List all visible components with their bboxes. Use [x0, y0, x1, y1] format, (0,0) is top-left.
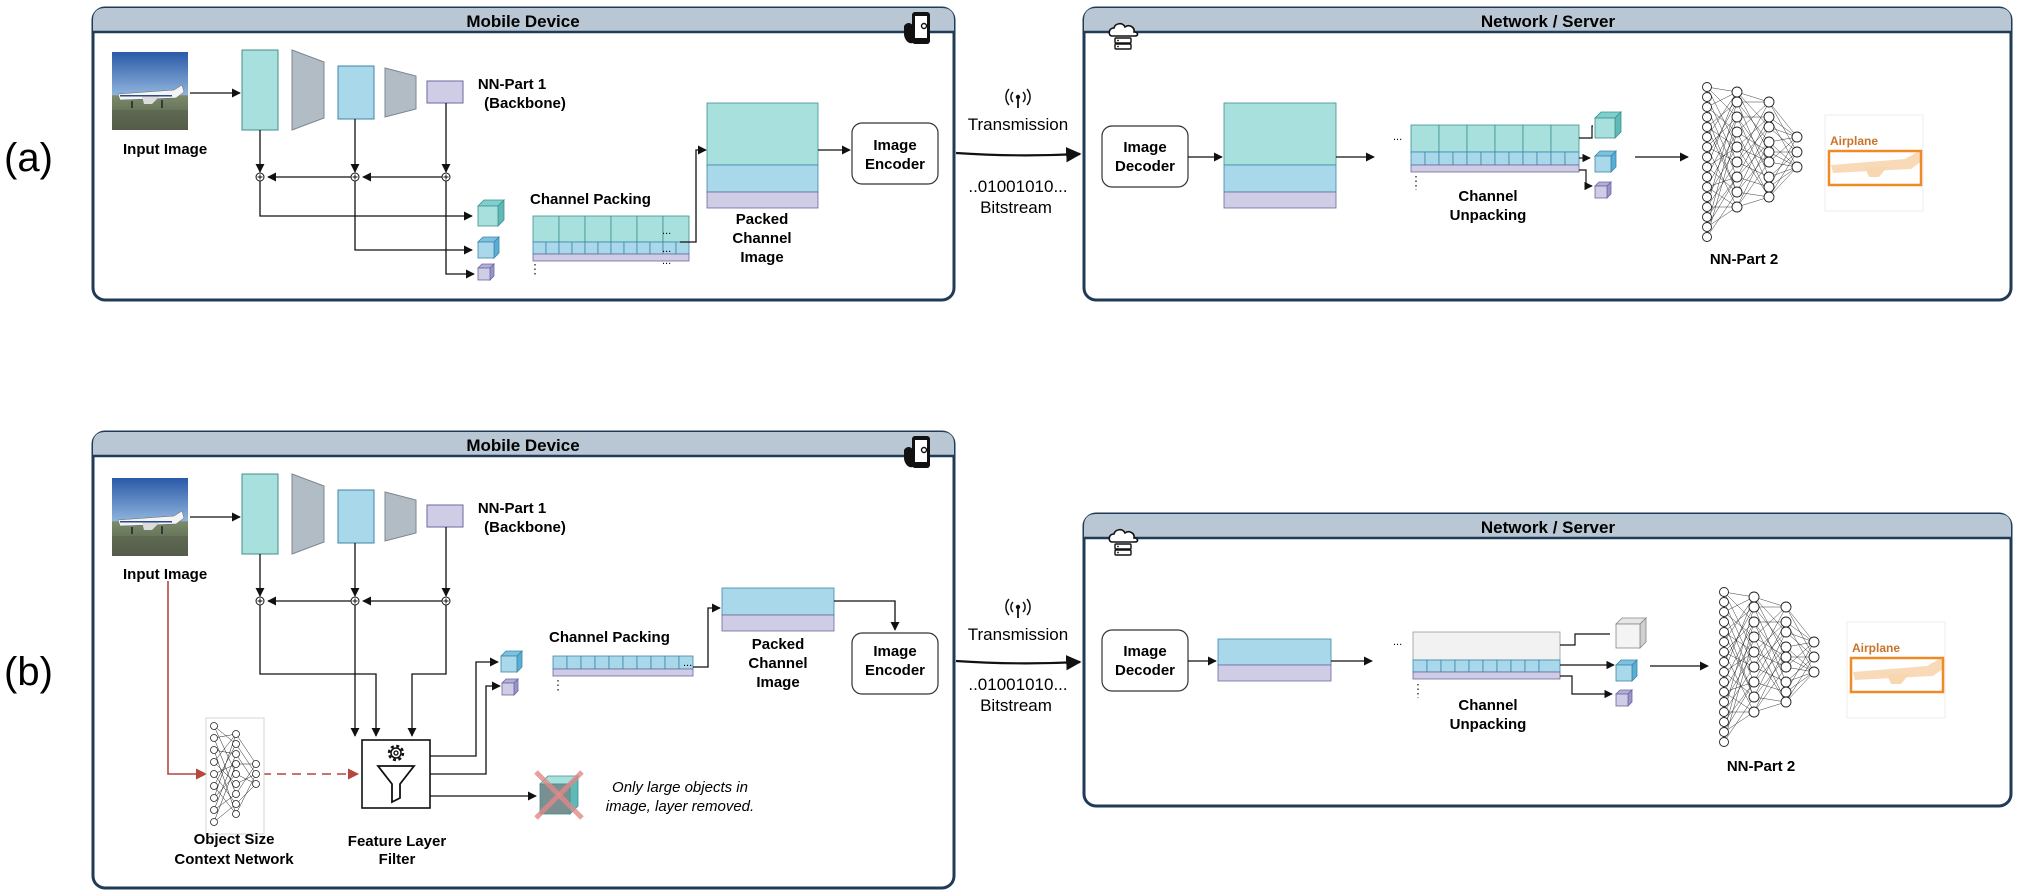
- input-image-label: Input Image: [123, 141, 207, 158]
- channel-packing-grid: [532, 215, 690, 262]
- plus-node-icon: [350, 172, 360, 182]
- removal-note-line1: Only large objects in: [612, 779, 748, 796]
- feature-cube-icon: [477, 199, 505, 227]
- encoder-label-line1: Image: [873, 137, 916, 154]
- antenna-icon: [1005, 598, 1031, 619]
- image-encoder-box: [851, 632, 939, 695]
- unpacking-label-line2: Unpacking: [1450, 207, 1527, 224]
- channel-packing-label: Channel Packing: [530, 191, 651, 208]
- panel-title: Mobile Device: [466, 12, 579, 31]
- decoder-label-line1: Image: [1123, 643, 1166, 660]
- airplane-label: Airplane: [1852, 641, 1900, 655]
- removed-cube-icon: [534, 770, 584, 820]
- channel-unpacking-grid: [1410, 124, 1580, 173]
- part-label: (a): [4, 136, 53, 180]
- context-label-line2: Context Network: [174, 851, 294, 868]
- empty-cube-icon: [1615, 617, 1647, 649]
- feature-cube-icon: [501, 678, 519, 696]
- ellipsis: ...: [662, 255, 671, 267]
- detection-output-image: [1845, 620, 1947, 720]
- context-network-icon: [205, 717, 265, 835]
- feature-cube-icon: [1615, 689, 1633, 707]
- feature-cube-icon: [1594, 111, 1622, 139]
- nn-part2-label: NN-Part 2: [1710, 251, 1778, 268]
- filter-label-line2: Filter: [379, 851, 416, 868]
- plus-node-icon: [255, 172, 265, 182]
- packed-label-line3: Image: [756, 674, 799, 691]
- panel-title: Network / Server: [1481, 518, 1616, 537]
- detection-output-image: [1823, 113, 1925, 213]
- input-image-label: Input Image: [123, 566, 207, 583]
- nn-part1-label: NN-Part 1: [478, 500, 546, 517]
- gear-icon: [387, 744, 405, 762]
- ellipsis: ...: [662, 225, 671, 237]
- ellipsis: ...: [662, 243, 671, 255]
- transmission-label: Transmission: [968, 625, 1068, 644]
- packed-label-line2: Channel: [748, 655, 807, 672]
- part-label: (b): [4, 650, 53, 694]
- airplane-photo: [111, 477, 189, 557]
- encoder-label-line2: Encoder: [865, 662, 925, 679]
- channel-unpacking-grid: [1412, 631, 1561, 680]
- bitstream-label: Bitstream: [980, 696, 1052, 715]
- mobile-device-panel: Mobile Device: [91, 6, 956, 302]
- packed-label-line2: Channel: [732, 230, 791, 247]
- decoder-label-line1: Image: [1123, 139, 1166, 156]
- feature-cube-icon: [1594, 150, 1617, 173]
- packed-label-line1: Packed: [736, 211, 789, 228]
- image-decoder-box: [1101, 125, 1189, 188]
- context-label-line1: Object Size: [194, 831, 275, 848]
- unpacking-label-line1: Channel: [1458, 697, 1517, 714]
- ellipsis: ...: [1393, 636, 1402, 648]
- filter-label-line1: Feature Layer: [348, 833, 447, 850]
- channel-packing-label: Channel Packing: [549, 629, 670, 646]
- panel-title: Network / Server: [1481, 12, 1616, 31]
- airplane-label: Airplane: [1830, 134, 1878, 148]
- channel-packing-grid: [552, 655, 694, 677]
- bitstream-bits: ..01001010...: [968, 675, 1067, 694]
- encoder-label-line2: Encoder: [865, 156, 925, 173]
- nn-part1-label: NN-Part 1: [478, 76, 546, 93]
- backbone-layers: [241, 473, 464, 555]
- plus-node-icon: [255, 596, 265, 606]
- nn-part1-sub-label: (Backbone): [484, 519, 566, 536]
- feature-layer-filter: [361, 739, 431, 809]
- transmission-label: Transmission: [968, 115, 1068, 134]
- feature-cube-icon: [500, 650, 523, 673]
- unpacking-label-line1: Channel: [1458, 188, 1517, 205]
- panel-title: Mobile Device: [466, 436, 579, 455]
- image-decoder-box: [1101, 629, 1189, 692]
- ellipsis: ...: [1393, 131, 1402, 143]
- encoder-label-line1: Image: [873, 643, 916, 660]
- decoder-label-line2: Decoder: [1115, 158, 1175, 175]
- airplane-photo: [111, 51, 189, 131]
- packed-label-line1: Packed: [752, 636, 805, 653]
- decoded-channel-image: [1223, 102, 1337, 209]
- bitstream-bits: ..01001010...: [968, 177, 1067, 196]
- funnel-icon: [376, 765, 416, 804]
- unpacking-label-line2: Unpacking: [1450, 716, 1527, 733]
- image-encoder-box: [851, 122, 939, 185]
- bitstream-label: Bitstream: [980, 198, 1052, 217]
- packed-channel-image: [721, 587, 835, 632]
- feature-cube-icon: [477, 263, 495, 281]
- feature-cube-icon: [477, 236, 500, 259]
- decoded-channel-image: [1217, 638, 1332, 682]
- feature-cube-icon: [1594, 181, 1612, 199]
- decoder-label-line2: Decoder: [1115, 662, 1175, 679]
- plus-node-icon: [350, 596, 360, 606]
- nn-part2-label: NN-Part 2: [1727, 758, 1795, 775]
- nn-part1-sub-label: (Backbone): [484, 95, 566, 112]
- ellipsis: ...: [683, 657, 692, 669]
- removal-note-line2: image, layer removed.: [606, 798, 754, 815]
- feature-cube-icon: [1615, 659, 1638, 682]
- antenna-icon: [1005, 88, 1031, 109]
- packed-label-line3: Image: [740, 249, 783, 266]
- plus-node-icon: [441, 596, 451, 606]
- packed-channel-image: [706, 102, 819, 209]
- plus-node-icon: [441, 172, 451, 182]
